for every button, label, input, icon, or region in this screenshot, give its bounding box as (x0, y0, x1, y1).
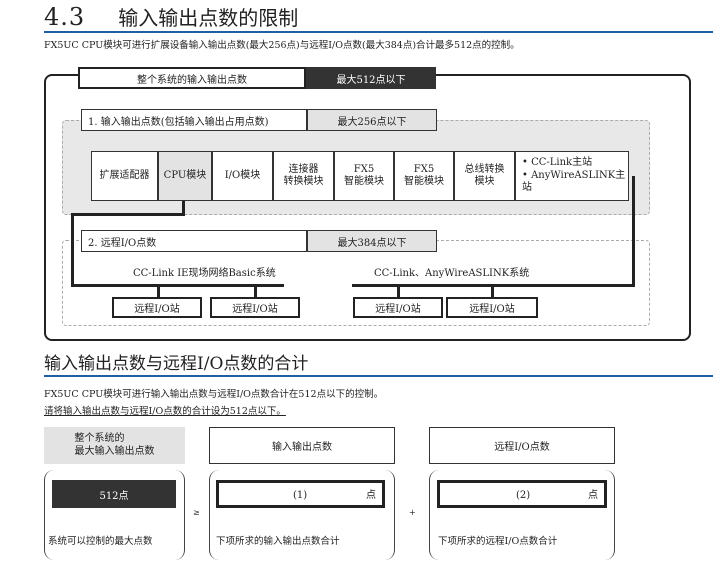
module-fx5-intelligent-2: FX5 智能模块 (394, 151, 454, 201)
heading-rule (44, 31, 713, 33)
remote-max: 最大384点以下 (307, 230, 437, 252)
left-drop (157, 284, 160, 298)
formula-col3-header: 远程I/O点数 (429, 427, 615, 464)
io-points-input[interactable]: (1) 点 (216, 480, 385, 508)
remote-points-input[interactable]: (2) 点 (437, 480, 607, 508)
io-points-unit: 点 (366, 490, 376, 501)
total-io-label: 整个系统的输入输出点数 (78, 67, 306, 89)
network-label-right: CC-Link、AnyWireASLINK系统 (374, 268, 530, 279)
subsection-rule (44, 375, 713, 377)
formula-col3-caption: 下项所求的远程I/O点数合计 (438, 536, 558, 547)
section-title: 输入输出点数的限制 (118, 6, 299, 30)
operator-gte: ≥ (193, 508, 200, 517)
formula-col1-header: 整个系统的 最大输入输出点数 (44, 427, 185, 464)
formula-col3-bracket (429, 470, 615, 560)
module-io: I/O模块 (212, 151, 273, 201)
remote-points-marker: (2) (516, 490, 531, 501)
formula-col2-header: 输入输出点数 (209, 427, 395, 464)
formula-col1-bracket (44, 470, 185, 560)
network-label-left: CC-Link IE现场网络Basic系统 (133, 268, 276, 279)
formula-col1-caption: 系统可以控制的最大点数 (48, 536, 153, 547)
left-drop (254, 284, 257, 298)
subsection-description: FX5UC CPU模块可进行输入输出点数与远程I/O点数合计在512点以下的控制… (44, 389, 384, 400)
remote-label: 2. 远程I/O点数 (81, 230, 307, 252)
module-master-station: • CC-Link主站 • AnyWireASLINK主站 (515, 151, 629, 201)
remote-station: 远程I/O站 (446, 297, 538, 318)
subsection-title: 输入输出点数与远程I/O点数的合计 (44, 354, 309, 374)
master-connector (632, 176, 635, 286)
cpu-connector (71, 213, 185, 216)
module-connector-converter: 连接器 转换模块 (273, 151, 334, 201)
io-label: 1. 输入输出点数(包括输入输出占用点数) (81, 109, 307, 131)
remote-station: 远程I/O站 (112, 297, 202, 318)
operator-plus: + (409, 508, 416, 517)
subsection-instruction: 请将输入输出点数与远程I/O点数的合计设为512点以下。 (44, 406, 286, 417)
section-number: 4.3 (44, 3, 86, 31)
remote-station: 远程I/O站 (353, 297, 443, 318)
section-description: FX5UC CPU模块可进行扩展设备输入输出点数(最大256点)与远程I/O点数… (44, 40, 520, 51)
remote-station: 远程I/O站 (210, 297, 300, 318)
remote-points-unit: 点 (588, 490, 598, 501)
io-max: 最大256点以下 (307, 109, 437, 131)
formula-col2-bracket (209, 470, 395, 560)
section-heading: 4.3 输入输出点数的限制 (44, 2, 298, 31)
right-drop (397, 284, 400, 298)
cpu-connector (182, 201, 185, 215)
module-cpu: CPU模块 (158, 151, 212, 201)
module-bus-converter: 总线转换 模块 (454, 151, 515, 201)
total-io-max: 最大512点以下 (306, 67, 436, 89)
formula-col2-caption: 下项所求的输入输出点数合计 (216, 536, 340, 547)
io-points-marker: (1) (293, 490, 308, 501)
module-fx5-intelligent-1: FX5 智能模块 (334, 151, 394, 201)
cpu-connector (71, 213, 74, 286)
formula-max-value: 512点 (52, 480, 176, 508)
module-extension-adapter: 扩展适配器 (91, 151, 158, 201)
right-drop (491, 284, 494, 298)
left-network-bus (71, 284, 284, 287)
